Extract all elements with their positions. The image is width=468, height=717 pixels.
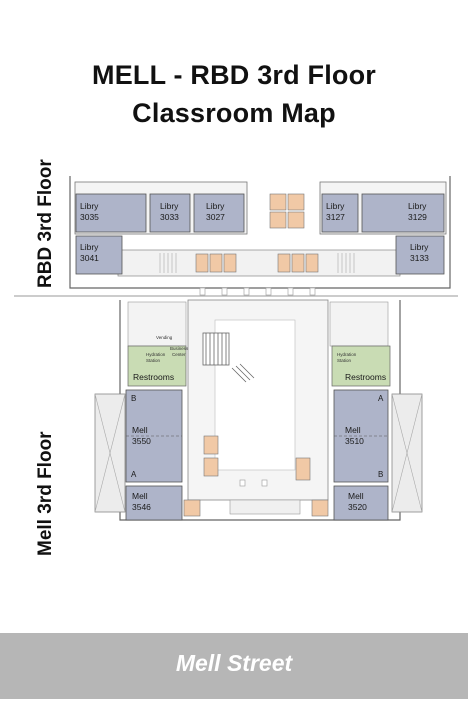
study-room [269,193,287,211]
room-mell-3546-number: 3546 [132,502,151,512]
east-hydration-label: Hydration [337,352,357,357]
west-restroom-area [127,345,187,387]
mell-lobby [229,499,301,515]
street-bar [0,633,468,699]
study-room [209,253,223,273]
business-center-label: Business [170,346,189,351]
study-room [287,211,305,229]
study-room [203,435,219,455]
mell-central-stair [202,332,255,383]
mell-study-rooms [183,435,329,517]
business-center-label-2: Center [172,352,186,357]
study-room [203,457,219,477]
section-a-west: A [131,470,137,479]
section-b-west: B [131,394,136,403]
room-libry-3133 [395,235,445,275]
east-hydration-label-2: Station [337,358,352,363]
rbd-corridor [117,249,401,277]
room-mell-3550-name: Mell [132,425,148,435]
room-libry-3133-number: 3133 [410,253,429,263]
room-libry-3035-number: 3035 [80,212,99,222]
study-room [295,457,311,481]
rbd-stairs [159,253,355,273]
room-libry-3033-number: 3033 [160,212,179,222]
room-libry-3035 [75,193,147,233]
rbd-outline [69,176,451,289]
room-mell-3510-number: 3510 [345,436,364,446]
room-libry-3127-number: 3127 [326,212,345,222]
room-libry-3041-number: 3041 [80,253,99,263]
study-room [311,499,329,517]
study-room [305,253,319,273]
section-a-east: A [378,394,384,403]
study-room [291,253,305,273]
study-room [269,211,287,229]
room-libry-3129-name: Libry [408,201,427,211]
study-room [287,193,305,211]
room-mell-3520 [333,485,389,521]
room-libry-3027-name: Libry [206,201,225,211]
west-hydration-label-2: Station [146,358,161,363]
room-mell-3520-number: 3520 [348,502,367,512]
room-mell-3546-name: Mell [132,491,148,501]
map-title-line-2: Classroom Map [132,98,336,128]
room-libry-3033 [149,193,191,233]
room-mell-3546 [125,485,183,521]
west-hydration-label: Hydration [146,352,166,357]
room-mell-3550-number: 3550 [132,436,151,446]
room-mell-3520-name: Mell [348,491,364,501]
vending-label: Vending [156,335,173,340]
room-libry-3033-name: Libry [160,201,179,211]
room-mell-3510-name: Mell [345,425,361,435]
study-room [277,253,291,273]
room-libry-3035-name: Libry [80,201,99,211]
room-libry-3129-number: 3129 [408,212,427,222]
room-libry-3027-number: 3027 [206,212,225,222]
map-title-line-1: MELL - RBD 3rd Floor [92,60,376,90]
east-restroom-area [331,345,391,387]
column-row [199,287,316,487]
east-restrooms-label: Restrooms [345,372,386,382]
room-libry-3129 [361,193,445,233]
room-libry-3041-name: Libry [80,242,99,252]
room-libry-3041 [75,235,123,275]
room-libry-3133-name: Libry [410,242,429,252]
section-b-east: B [378,470,383,479]
room-libry-3127 [321,193,359,233]
study-room [223,253,237,273]
west-restrooms-label: Restrooms [133,372,174,382]
study-room [195,253,209,273]
street-label: Mell Street [175,650,293,676]
room-libry-3027 [193,193,245,233]
study-room [183,499,201,517]
rbd-study-rooms [195,193,319,273]
room-libry-3127-name: Libry [326,201,345,211]
